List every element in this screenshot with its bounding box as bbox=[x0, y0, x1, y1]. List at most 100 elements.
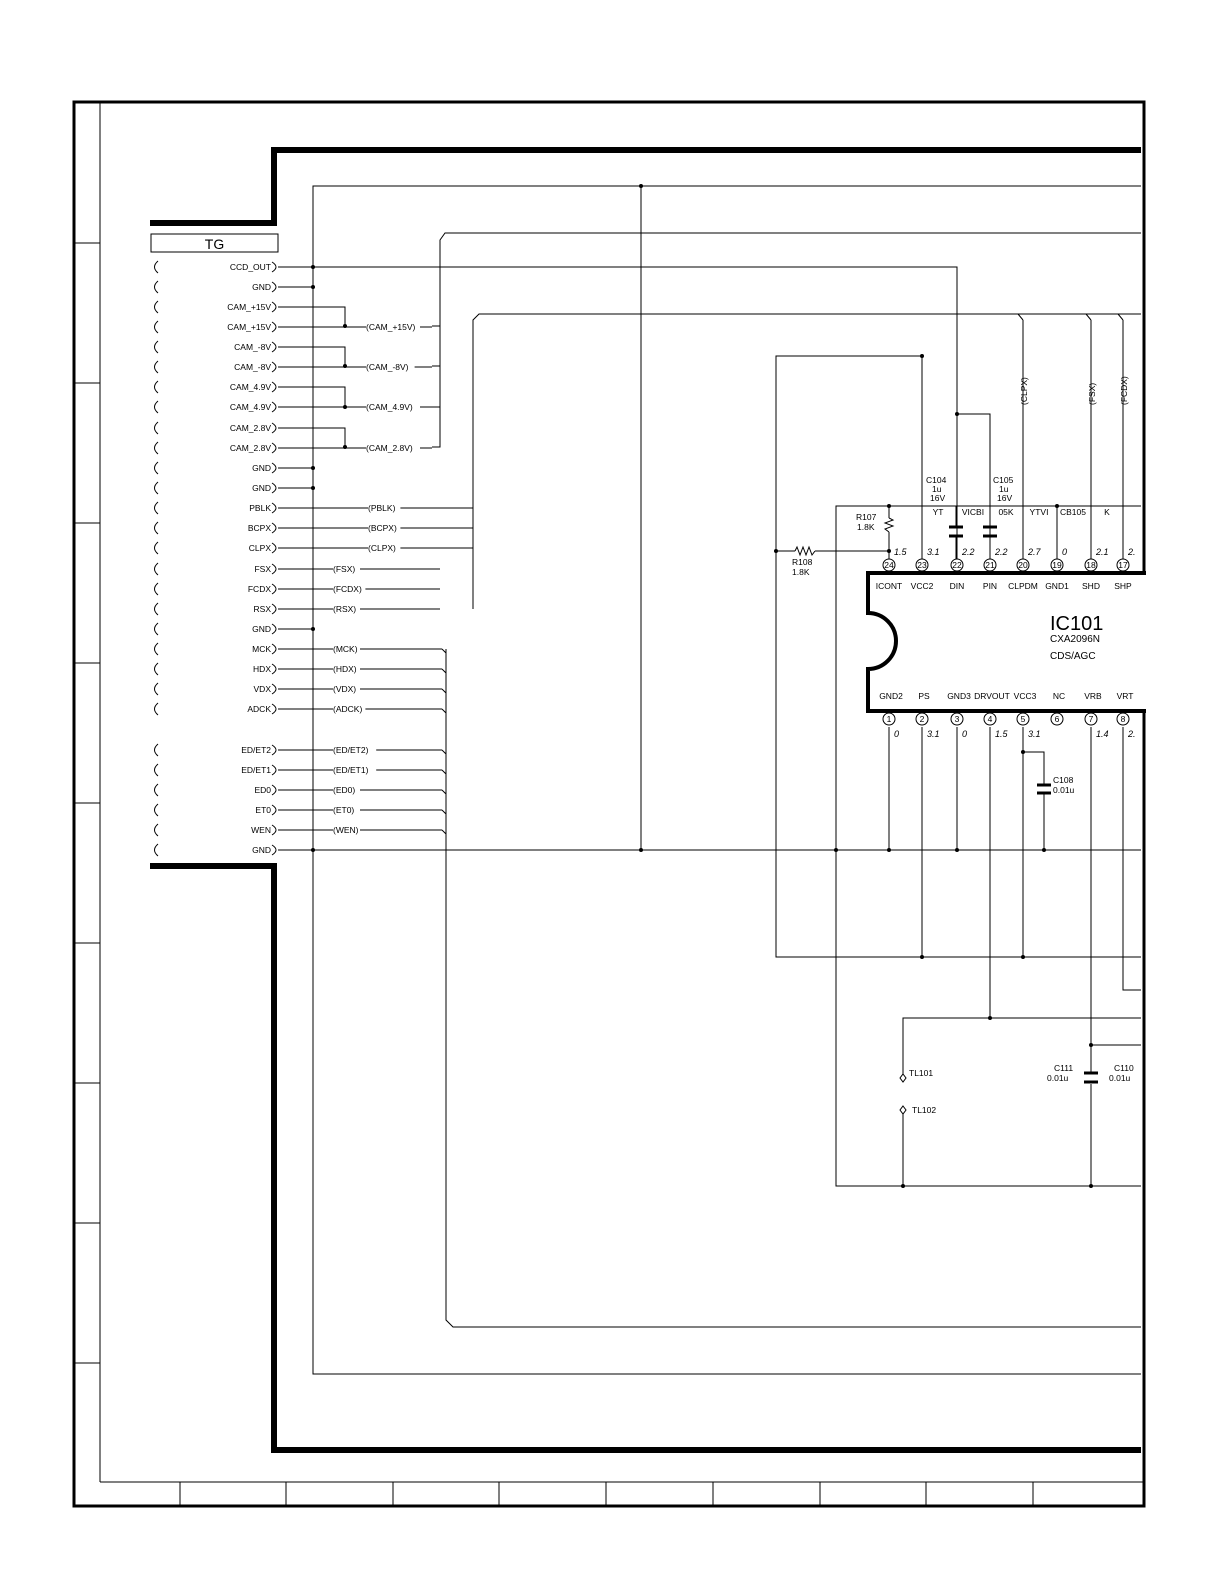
net-label-clpx: (CLPX) bbox=[1019, 377, 1029, 405]
junction-dot bbox=[311, 466, 315, 470]
junction-dot bbox=[639, 184, 643, 188]
pin-number: 7 bbox=[1089, 714, 1094, 724]
frame-ticks-bottom bbox=[179, 1482, 1034, 1506]
junction-dot bbox=[955, 848, 959, 852]
pin-socket-icon bbox=[154, 622, 159, 636]
pin-voltage: 0 bbox=[1062, 547, 1067, 557]
pin-voltage: 3.1 bbox=[927, 547, 940, 557]
net-label: (CAM_-8V) bbox=[366, 362, 409, 372]
connector-pin-label: GND bbox=[252, 483, 271, 493]
pin-socket-icon bbox=[154, 783, 159, 797]
pin-socket-icon bbox=[154, 541, 159, 555]
connector-pin-label: RSX bbox=[254, 604, 272, 614]
connector-pin: CAM_+15V bbox=[154, 300, 346, 327]
connector-pin: CCD_OUT bbox=[154, 260, 277, 274]
connector-pin: ADCK(ADCK) bbox=[154, 702, 447, 716]
pin-arrow-icon bbox=[271, 522, 277, 534]
junction-dot bbox=[887, 549, 891, 553]
connector-pin-label: CAM_-8V bbox=[234, 342, 271, 352]
pin-number: 24 bbox=[884, 560, 894, 570]
net-label: (CAM_+15V) bbox=[366, 322, 416, 332]
vertical-net-labels: (CLPX) (FSX) (FCDX) bbox=[1019, 376, 1129, 405]
pin-arrow-icon bbox=[271, 603, 277, 615]
pin-socket-icon bbox=[154, 843, 159, 857]
connector-pin: FSX(FSX) bbox=[154, 562, 440, 576]
connector-pin: CAM_-8V(CAM_-8V) bbox=[154, 360, 432, 374]
pin-name: VRT bbox=[1117, 691, 1134, 701]
net-label: (VDX) bbox=[333, 684, 356, 694]
board-outline bbox=[150, 147, 1141, 1453]
net-label: (WEN) bbox=[333, 825, 359, 835]
junction-dot bbox=[920, 354, 924, 358]
junction-dot bbox=[887, 504, 891, 508]
r107-ref: R107 bbox=[856, 512, 877, 522]
pin-arrow-icon bbox=[271, 502, 277, 514]
connector-pin: RSX (RSX) bbox=[154, 602, 440, 616]
pin-name: GND3 bbox=[947, 691, 971, 701]
pin-arrow-icon bbox=[271, 341, 277, 353]
ic101: IC101 CXA2096N CDS/AGC 24ICONT1.523VCC23… bbox=[866, 507, 1146, 739]
junction-dot bbox=[1021, 750, 1025, 754]
connector-pin-label: CLPX bbox=[249, 543, 272, 553]
net-label: (FSX) bbox=[333, 564, 355, 574]
pin-name: PS bbox=[918, 691, 930, 701]
pin-arrow-icon bbox=[271, 824, 277, 836]
pin-number-circle bbox=[1050, 712, 1064, 726]
connector-pin: CAM_4.9V bbox=[154, 380, 346, 407]
pin-ext-label: 05K bbox=[998, 507, 1013, 517]
net-label-fcdx: (FCDX) bbox=[1119, 376, 1129, 405]
pin-arrow-icon bbox=[271, 844, 277, 856]
pin-arrow-icon bbox=[271, 623, 277, 635]
capacitor-c111: C111 0.01u bbox=[1047, 1063, 1098, 1084]
pin-arrow-icon bbox=[271, 442, 277, 454]
net-label: (ED/ET1) bbox=[333, 765, 369, 775]
pin-number: 22 bbox=[952, 560, 962, 570]
pin-ext-label: YTVI bbox=[1030, 507, 1049, 517]
test-land-tl101: TL101 bbox=[899, 1068, 933, 1083]
ic-pin: 6NC bbox=[1050, 691, 1065, 726]
pin-number-circle bbox=[1016, 712, 1030, 726]
pin-name: GND2 bbox=[879, 691, 903, 701]
c104-voltage: 16V bbox=[930, 493, 945, 503]
pin-voltage: 1.4 bbox=[1096, 729, 1109, 739]
connector-pin: ED/ET2(ED/ET2) bbox=[154, 743, 447, 757]
net-label: (MCK) bbox=[333, 644, 358, 654]
pin-socket-icon bbox=[154, 682, 159, 696]
frame-ticks-left bbox=[74, 242, 100, 1364]
junction-dot bbox=[1089, 1184, 1093, 1188]
connector-pin-label: CAM_+15V bbox=[227, 302, 271, 312]
c111-ref: C111 bbox=[1054, 1063, 1073, 1073]
connector-pin: ED/ET1(ED/ET1) bbox=[154, 763, 447, 777]
pin-socket-icon bbox=[154, 280, 159, 294]
pin-number-circle bbox=[1084, 712, 1098, 726]
pin-name: DIN bbox=[950, 581, 965, 591]
pin-name: SHD bbox=[1082, 581, 1100, 591]
pin-socket-icon bbox=[154, 763, 159, 777]
capacitor-c110-label: C110 0.01u bbox=[1109, 1063, 1134, 1083]
pin-socket-icon bbox=[154, 380, 159, 394]
pin-ext-label: CB105 bbox=[1060, 507, 1086, 517]
connector-pin: CAM_4.9V(CAM_4.9V) bbox=[154, 400, 432, 414]
pin-name: VCC2 bbox=[911, 581, 934, 591]
ic-top-pin-row: 24ICONT1.523VCC23.1YT22DIN2.2VICBI21PIN2… bbox=[876, 507, 1136, 591]
pin-name: ICONT bbox=[876, 581, 902, 591]
pin-voltage: 2. bbox=[1127, 729, 1136, 739]
pin-arrow-icon bbox=[271, 784, 277, 796]
ic-function: CDS/AGC bbox=[1050, 651, 1096, 662]
capacitor-c105: C105 1u 16V bbox=[983, 475, 1014, 561]
pin-socket-icon bbox=[154, 642, 159, 656]
connector-pin-list: CCD_OUTGNDCAM_+15VCAM_+15V(CAM_+15V)CAM_… bbox=[154, 260, 473, 857]
pin-number: 3 bbox=[955, 714, 960, 724]
net-label: (RSX) bbox=[333, 604, 356, 614]
pin-ext-label: YT bbox=[933, 507, 944, 517]
pin-socket-icon bbox=[154, 662, 159, 676]
pin-voltage: 2.1 bbox=[1095, 547, 1109, 557]
connector-pin-label: CCD_OUT bbox=[230, 262, 271, 272]
